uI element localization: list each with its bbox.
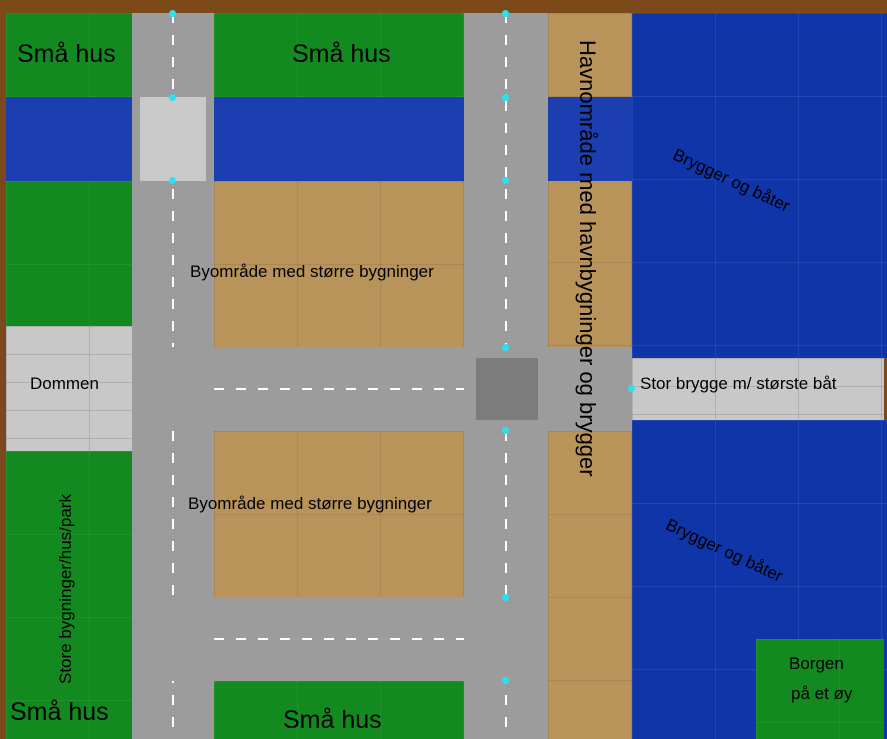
label-castle-line1: Borgen [789, 654, 844, 673]
label-small-houses-bc: Små hus [283, 706, 382, 734]
marker [502, 344, 509, 351]
zone-big-buildings [6, 451, 132, 739]
zone-small-houses-tc [214, 13, 464, 97]
intersection [476, 358, 538, 420]
zone-green-left [6, 181, 132, 326]
marker [502, 677, 509, 684]
marker [628, 385, 635, 392]
zone-small-houses-bc [214, 681, 464, 739]
marker [502, 10, 509, 17]
zone-harbor-lower [548, 431, 632, 739]
harbor-water-inlet [548, 97, 632, 181]
marker [169, 177, 176, 184]
road-middle-center-line [214, 388, 464, 390]
zone-city-bottom [214, 431, 464, 597]
label-castle-line2: på et øy [791, 684, 853, 703]
marker [169, 10, 176, 17]
label-big-pier: Stor brygge m/ største båt [640, 374, 837, 393]
bridge-left [140, 97, 206, 181]
road-bottom-center-line [214, 638, 464, 640]
map-border-top [0, 0, 887, 13]
label-city-bottom: Byområde med større bygninger [188, 494, 432, 513]
marker [502, 427, 509, 434]
river-center [214, 97, 464, 181]
zone-dommen [6, 326, 132, 451]
marker [502, 177, 509, 184]
label-dommen: Dommen [30, 374, 99, 393]
zone-castle-island [756, 639, 884, 739]
zone-big-pier [632, 358, 884, 420]
label-small-houses-bl: Små hus [10, 698, 109, 726]
label-harbor: Havnområde med havnbygninger og brygger [575, 40, 600, 477]
zone-small-houses-tl [6, 13, 132, 97]
label-city-top: Byområde med større bygninger [190, 262, 434, 281]
river-left [6, 97, 132, 181]
zone-city-top [214, 181, 464, 347]
marker [502, 594, 509, 601]
label-small-houses-tl: Små hus [17, 40, 116, 68]
zone-docks-top [632, 13, 887, 358]
marker [169, 94, 176, 101]
label-big-buildings: Store bygninger/hus/park [56, 494, 75, 684]
label-small-houses-tc: Små hus [292, 40, 391, 68]
marker [502, 94, 509, 101]
